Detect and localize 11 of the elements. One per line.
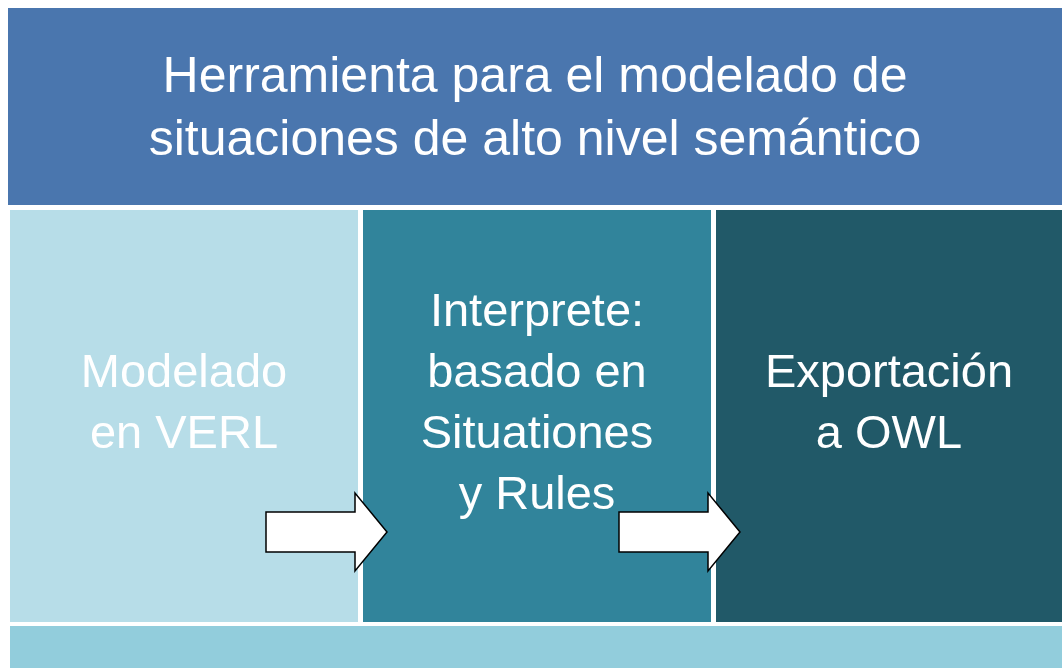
process-column [363, 210, 711, 622]
process-column [10, 210, 358, 622]
column-label: Exportación a OWL [763, 342, 1015, 460]
block-arrow [618, 490, 741, 574]
column-label: Interprete: basado en Situationes y Rules [419, 281, 655, 522]
process-column [716, 210, 1062, 622]
block-arrow [265, 490, 388, 574]
column-label: Modelado en VERL [79, 342, 289, 460]
title-band [8, 8, 1062, 205]
footer-band [10, 626, 1062, 668]
title: Herramienta para el modelado de situaciones de alto nivel semántico [147, 46, 923, 168]
